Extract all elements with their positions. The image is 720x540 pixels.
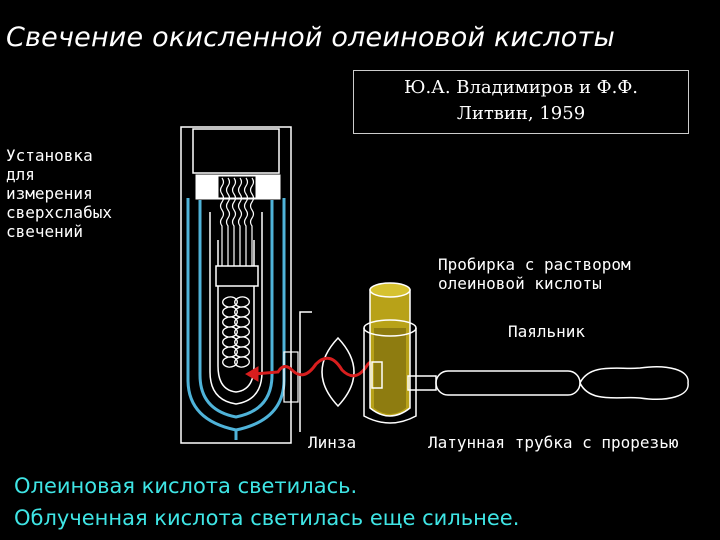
- lens-label: Линза: [308, 433, 357, 452]
- sample-coil: [222, 296, 250, 368]
- housing-outline: [180, 126, 292, 444]
- fiber-holder: [215, 265, 259, 287]
- soldering-iron-handle: [579, 366, 689, 400]
- setup-label-line: свечений: [6, 222, 84, 241]
- setup-label-line: Установка: [6, 146, 93, 165]
- soldering-iron: [407, 366, 689, 400]
- brass-tube-slit: [371, 361, 383, 389]
- setup-label: Установка для измерения сверхслабых свеч…: [6, 146, 112, 241]
- authors-box: Ю.А. Владимиров и Ф.Ф. Литвин, 1959: [353, 70, 689, 134]
- lens-bracket: [299, 311, 312, 432]
- setup-housing: [180, 126, 292, 444]
- test-tube: [369, 282, 411, 417]
- sample-cell: [217, 240, 255, 393]
- brass-tube: [363, 319, 417, 424]
- oleic-acid-solution: [374, 328, 406, 414]
- soldering-iron-label: Паяльник: [508, 322, 586, 341]
- authors-line-2: Литвин, 1959: [456, 103, 586, 124]
- lens: [321, 336, 355, 408]
- brass-tube-label: Латунная трубка с прорезью: [428, 433, 679, 452]
- photomultiplier-top: [192, 128, 280, 174]
- fiber-bundle: [219, 177, 255, 266]
- dewar-middle-wall: [198, 200, 274, 419]
- soldering-iron-tip: [407, 375, 437, 391]
- dewar-inner-wall: [209, 212, 263, 405]
- side-port: [283, 351, 299, 403]
- conclusion-1: Олеиновая кислота светилась.: [14, 474, 358, 498]
- tube-label: Пробирка с раствором олеиновой кислоты: [438, 255, 631, 293]
- setup-label-line: для: [6, 165, 35, 184]
- conclusion-2: Облученная кислота светилась еще сильнее…: [14, 506, 520, 530]
- fiber-window: [217, 175, 257, 199]
- test-tube-mouth: [369, 282, 411, 298]
- authors-line-1: Ю.А. Владимиров и Ф.Ф.: [403, 77, 638, 98]
- light-guide-block: [195, 174, 281, 287]
- soldering-iron-shaft: [435, 370, 581, 396]
- setup-label-line: измерения: [6, 184, 93, 203]
- tube-label-line: олеиновой кислоты: [438, 274, 602, 293]
- tube-label-line: Пробирка с раствором: [438, 255, 631, 274]
- setup-label-line: сверхслабых: [6, 203, 112, 222]
- slide-title: Свечение окисленной олеиновой кислоты: [6, 22, 615, 53]
- dewar-vessel: [186, 198, 286, 440]
